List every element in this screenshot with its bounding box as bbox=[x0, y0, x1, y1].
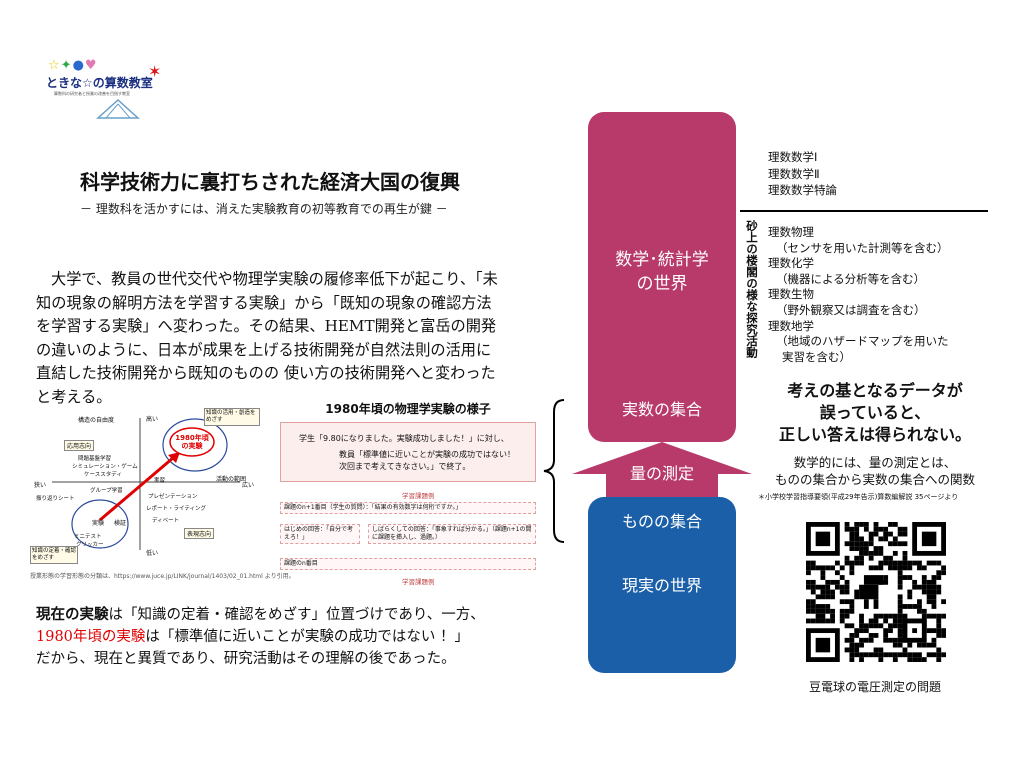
math-world-label: 数学･統計学の世界 bbox=[615, 250, 709, 294]
math-item: 理数数学Ⅱ bbox=[768, 166, 820, 181]
brace-icon bbox=[543, 399, 565, 543]
axis-right-label: 活動の範囲 bbox=[216, 476, 247, 483]
logo-stars: ☆✦●♥ bbox=[48, 58, 98, 73]
bottom-text-2: は「知識の定着・確認をめざす」位置づけであり、一方、 bbox=[108, 607, 485, 623]
real-world-box bbox=[588, 497, 736, 673]
task-label-b: 学習課題例 bbox=[402, 578, 435, 586]
science-item: 理数地学 bbox=[768, 318, 814, 333]
logo: ☆✦●♥ ときな☆の算数教室 算数科の研究者と授業の改善を目指す教室 ✶ bbox=[44, 58, 174, 128]
axis-narrow-label: 狭い bbox=[34, 482, 47, 489]
jikken-label: 実験 bbox=[92, 520, 105, 527]
qr-caption: 豆電球の電圧測定の問題 bbox=[808, 680, 941, 694]
learning-style-diagram bbox=[52, 418, 240, 550]
jisshu-label: 実習 bbox=[154, 478, 166, 484]
experiment-figure-title: 1980年頃の物理学実験の様子 bbox=[325, 402, 491, 416]
emphasis-line-3: 正しい答えは得られない。 bbox=[778, 425, 971, 444]
experiment-1980: 1980年頃の実験 bbox=[36, 629, 146, 645]
task-step-2: 課題のn番目 bbox=[280, 558, 536, 570]
answer-1: はじめの回答：「自分で考えろ！」 bbox=[280, 524, 360, 544]
science-item: 理数生物 bbox=[768, 287, 814, 302]
science-item-detail: 実習を含む） bbox=[782, 349, 851, 364]
bottom-text-4: は「標準値に近いことが実験の成功ではない ！」 bbox=[145, 629, 470, 645]
math-subject-list: 理数数学Ⅰ 理数数学Ⅱ 理数数学特論 bbox=[768, 149, 837, 199]
knowledge-create-label: 知識の活用・創造をめざす bbox=[204, 408, 260, 426]
task-step-1: 課題のn+1番目（学生の質問）：「結果の有効数字は何桁ですか。」 bbox=[280, 502, 536, 514]
measurement-note: 数学的には、量の測定とは、 ものの集合から実数の集合への関数 bbox=[740, 454, 1010, 488]
science-item-detail: （センサを用いた計測等を含む） bbox=[776, 240, 949, 255]
experiment-figure: 1980年頃の物理学実験の様子 学生「9.80になりました。実験成功しました！」… bbox=[276, 398, 540, 594]
dialogue-line-2: 教員「標準値に近いことが実験の成功ではない！ bbox=[339, 450, 515, 459]
app-label: 応用志向 bbox=[64, 440, 95, 451]
dialogue-box: 学生「9.80になりました。実験成功しました！」に対し、 教員「標準値に近いこと… bbox=[280, 422, 536, 482]
body-paragraph: 大学で、教員の世代交代や物理学実験の履修率低下が起こり、「未知の現象の解明方法を… bbox=[36, 270, 498, 406]
callout-1980: 1980年頃の実験 bbox=[175, 434, 209, 450]
axis-high-label: 高い bbox=[146, 416, 159, 423]
sim-label: シミュレーション・ゲーム bbox=[72, 464, 138, 470]
report-label: レポート・ライティング bbox=[146, 506, 207, 512]
dialogue-line-1: 学生「9.80になりました。実験成功しました！」に対し、 bbox=[299, 434, 509, 443]
kensho-label: 検証 bbox=[114, 520, 127, 527]
quiz-label: クリッカー bbox=[76, 542, 104, 548]
learning-style-figure: 構造の自由度 高い 低い 狭い 広い 活動の範囲 知識の活用・創造をめざす 応用… bbox=[30, 400, 280, 580]
logo-name: ときな☆の算数教室 bbox=[46, 76, 153, 90]
debate-label: ディベート bbox=[152, 518, 180, 524]
answer-2: しばらくしての回答：「事象すれば分かる。」（課題n+1の間に課題を挿入し、過題。… bbox=[368, 524, 536, 544]
logo-roof-icon bbox=[96, 98, 140, 119]
science-item: 理数物理 bbox=[768, 225, 814, 239]
emphasis-line-1: 考えの基となるデータが bbox=[787, 381, 963, 400]
dialogue-line-3: 次回まで考えてきなさい。」で終了。 bbox=[339, 462, 471, 471]
minitest-label: ミニテスト bbox=[74, 534, 102, 540]
thing-set-label: ものの集合 bbox=[621, 512, 702, 531]
real-world-label: 現実の世界 bbox=[621, 576, 702, 595]
problem-label: 問題基盤学習 bbox=[78, 456, 112, 462]
star-badge-icon: ✶ bbox=[148, 62, 162, 81]
measure-arrow-icon bbox=[572, 442, 752, 498]
science-item-detail: （機器による分析等を含む） bbox=[776, 271, 926, 286]
science-item-detail: （地域のハザードマップを用いた bbox=[776, 334, 949, 349]
note-line-1: 数学的には、量の測定とは、 bbox=[793, 455, 957, 470]
task-label-a: 学習課題例 bbox=[402, 492, 435, 500]
math-world-box bbox=[588, 112, 736, 442]
axis-wide-label: 広い bbox=[242, 482, 255, 489]
measurement-label: 量の測定 bbox=[629, 464, 694, 483]
knowledge-confirm-label: 知識の定着・確認をめざす bbox=[30, 546, 78, 564]
page-title: 科学技術力に裏打ちされた経済大国の復興 bbox=[80, 170, 460, 194]
divider bbox=[740, 210, 988, 212]
note-line-2: ものの集合から実数の集合への関数 bbox=[774, 472, 975, 487]
vertical-caption: 砂上の楼閣の様な探究活動 bbox=[745, 220, 759, 358]
present-label: プレゼンテーション bbox=[148, 494, 198, 500]
science-item-detail: （野外観察又は調査を含む） bbox=[776, 302, 926, 317]
science-subject-list: 理数物理 （センサを用いた計測等を含む） 理数化学 （機器による分析等を含む） … bbox=[768, 225, 949, 365]
bottom-text-5: だから、現在と異質であり、研究活動はその理解の後であった。 bbox=[36, 651, 456, 667]
express-label: 表現志向 bbox=[184, 528, 215, 539]
current-experiment: 現在の実験 bbox=[36, 606, 109, 623]
emphasis-line-2: 誤っていると、 bbox=[819, 403, 931, 422]
axis-top-label: 構造の自由度 bbox=[78, 417, 115, 424]
logo-tagline: 算数科の研究者と授業の改善を目指す教室 bbox=[54, 91, 130, 96]
math-item: 理数数学Ⅰ bbox=[768, 150, 818, 164]
kyoshi-label: 振り返りシート bbox=[36, 496, 75, 502]
emphasis-text: 考えの基となるデータが 誤っていると、 正しい答えは得られない。 bbox=[740, 380, 1010, 446]
source-note: ＊小学校学習指導要領(平成29年告示)算数編解説 35ページより bbox=[758, 493, 959, 501]
math-item: 理数数学特論 bbox=[768, 183, 837, 197]
qr-code-icon[interactable] bbox=[806, 522, 946, 662]
page-subtitle: － 理数科を活かすには、消えた実験教育の初等教育での再生が鍵 － bbox=[80, 202, 448, 216]
figure-caption: 授業形態の学習形態の分類は、https://www.juce.jp/LINK/j… bbox=[30, 573, 295, 580]
bottom-paragraph: 現在の実験は「知識の定着・確認をめざす」位置づけであり、一方、 1980年頃の実… bbox=[36, 604, 536, 670]
science-item: 理数化学 bbox=[768, 256, 814, 271]
real-number-set-label: 実数の集合 bbox=[621, 400, 702, 419]
group-label: グループ学習 bbox=[90, 488, 123, 494]
case-label: ケーススタディ bbox=[84, 472, 122, 478]
axis-low-label: 低い bbox=[146, 550, 159, 557]
